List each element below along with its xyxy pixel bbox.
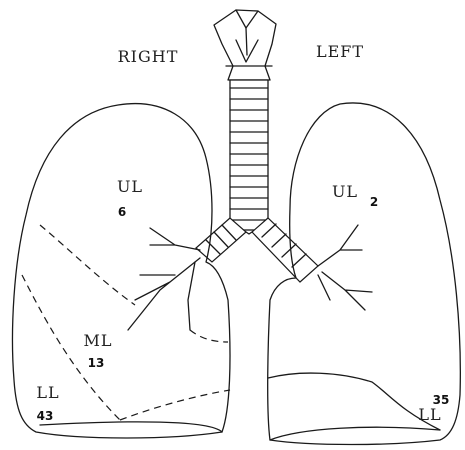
right-middle-lobe-count: 13 <box>88 356 105 370</box>
right-lower-lobe-count: 43 <box>37 409 54 423</box>
left-lower-lobe-label: LL <box>418 405 441 424</box>
right-horizontal-fissure <box>40 225 135 305</box>
carina <box>246 232 252 234</box>
right-lower-fissure <box>120 390 230 420</box>
trachea <box>230 80 268 230</box>
left-upper-lobe-count: 2 <box>370 195 378 209</box>
right-minor-fissure <box>190 330 228 342</box>
left-main-bronchus <box>252 218 318 282</box>
right-upper-lobe-count: 6 <box>118 205 126 219</box>
right-side-label: RIGHT <box>118 47 179 66</box>
right-middle-lobe-label: ML <box>83 331 112 350</box>
left-upper-lobe-label: UL <box>332 182 358 201</box>
larynx <box>214 10 276 80</box>
left-side-label: LEFT <box>316 42 364 61</box>
right-lower-lobe-label: LL <box>36 383 59 402</box>
right-upper-lobe-label: UL <box>117 177 143 196</box>
